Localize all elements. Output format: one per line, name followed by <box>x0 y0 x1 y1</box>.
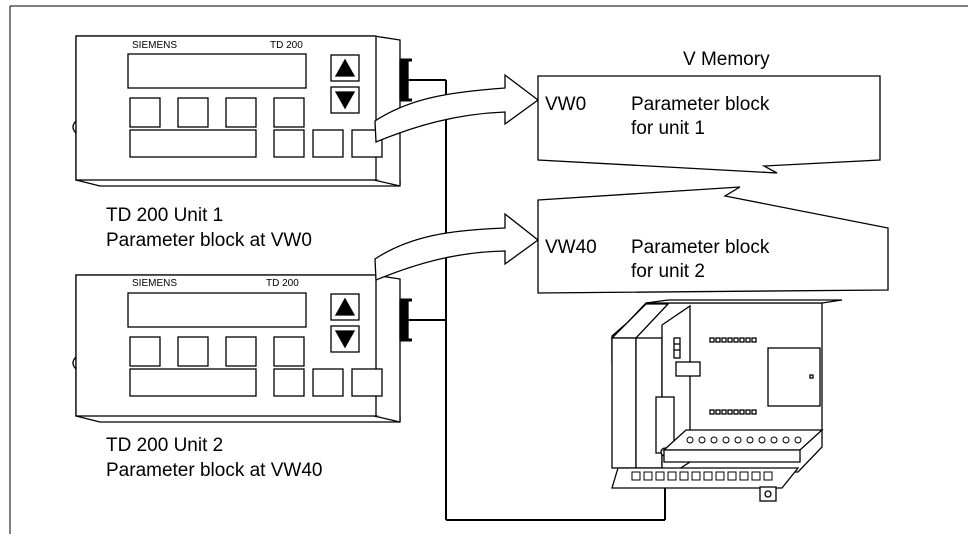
td200-key <box>351 368 383 397</box>
td200-key <box>273 368 305 397</box>
td200-display <box>127 53 307 89</box>
arrow-icon <box>374 73 540 143</box>
td200-key <box>312 368 344 397</box>
td200-key <box>177 97 209 128</box>
unit-2-model-label: TD 200 <box>266 278 299 289</box>
v-memory <box>537 75 889 294</box>
td200-connector <box>399 59 409 101</box>
td200-key <box>129 336 161 367</box>
figure-frame <box>9 5 968 534</box>
td200-key <box>273 129 305 158</box>
up-arrow-icon <box>334 58 356 77</box>
memory-block-unit-1 <box>537 75 881 174</box>
td200-key <box>177 336 209 367</box>
memory-block-2-text-line1: Parameter block <box>631 237 770 258</box>
unit-2-caption-line1: TD 200 Unit 2 <box>106 435 224 456</box>
plc-led-row-top <box>709 337 757 343</box>
down-arrow-icon <box>334 330 356 349</box>
memory-block-1-text-line1: Parameter block <box>631 94 770 115</box>
mapping-arrows <box>374 73 540 281</box>
td200-connector <box>399 299 409 341</box>
memory-block-unit-2 <box>537 186 889 294</box>
td200-shift-key <box>129 368 257 397</box>
td200-key <box>225 336 257 367</box>
v-memory-title: V Memory <box>683 49 770 70</box>
td200-unit-2 <box>72 274 412 423</box>
unit-1-caption-line2: Parameter block at VW0 <box>106 230 312 251</box>
td200-key <box>273 97 305 128</box>
memory-block-1-address: VW0 <box>545 94 587 115</box>
td200-unit-1 <box>72 35 412 187</box>
plc-cover <box>767 347 821 407</box>
arrow-icon <box>374 212 540 281</box>
td200-shift-key <box>129 129 257 158</box>
unit-1-caption-line1: TD 200 Unit 1 <box>106 205 224 226</box>
td200-key <box>312 129 344 158</box>
plc-terminal-screws <box>631 436 802 481</box>
memory-block-2-address: VW40 <box>545 237 597 258</box>
s7-200-plc <box>610 299 843 502</box>
unit-1-model-label: TD 200 <box>270 40 303 51</box>
unit-2-brand-label: SIEMENS <box>132 278 178 289</box>
td200-key <box>273 336 305 367</box>
unit-2-caption-line2: Parameter block at VW40 <box>106 460 323 481</box>
memory-block-2-text-line2: for unit 2 <box>631 261 705 282</box>
td200-key <box>225 97 257 128</box>
up-arrow-icon <box>334 297 356 316</box>
down-arrow-icon <box>334 91 356 110</box>
memory-block-1-text-line2: for unit 1 <box>631 118 705 139</box>
plc-led-row-bottom <box>709 409 757 415</box>
td200-key <box>129 97 161 128</box>
td200-display <box>127 292 307 328</box>
unit-1-brand-label: SIEMENS <box>132 40 178 51</box>
